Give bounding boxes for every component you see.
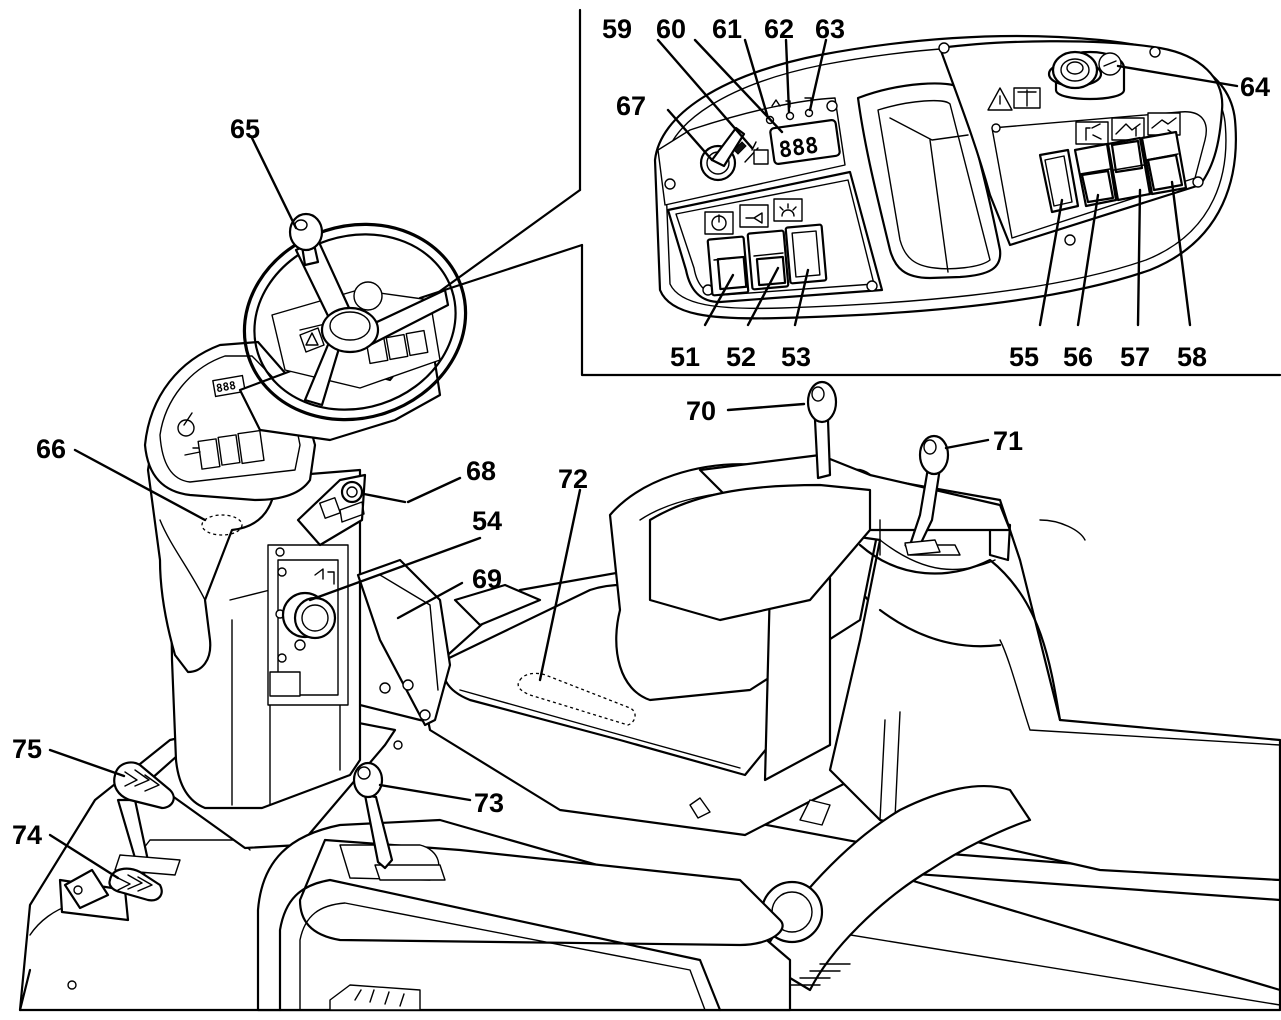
display-digits: 888 [777,133,820,163]
callout-52: 52 [726,342,756,372]
warning-triangle-icon [987,87,1013,111]
callout-62: 62 [764,14,794,44]
ignition-switch[interactable] [699,126,747,182]
lever-71[interactable] [904,434,950,556]
callout-60: 60 [656,14,686,44]
leader-64 [1116,64,1239,88]
power-icon [704,211,734,235]
callout-67: 67 [616,91,646,121]
leader-61 [743,38,770,120]
rocker-switch-filter-shaker[interactable] [1140,130,1188,196]
inset-frame [418,8,1281,377]
mini-display-digits: 888 [215,379,237,395]
seat-support-arm [356,558,452,727]
callout-53: 53 [781,342,811,372]
callout-57: 57 [1120,342,1150,372]
callout-61: 61 [712,14,742,44]
callout-59: 59 [602,14,632,44]
leader-57 [1136,188,1142,327]
callout-69: 69 [472,564,502,594]
lever-73[interactable] [352,761,394,870]
indicator-leds [765,97,814,125]
callout-labels: 51 52 53 54 55 56 57 58 59 60 61 62 63 6… [12,14,1270,850]
leader-73 [378,783,472,802]
leader-69 [396,581,464,620]
digital-display: 888 [769,119,841,165]
ignition-key-icon [744,141,769,165]
brush-icon [1075,121,1109,145]
leader-68 [406,476,462,504]
leader-58 [1170,180,1192,327]
leader-56 [1076,193,1100,327]
work-light-icon [773,198,803,222]
leader-53 [793,268,810,327]
rocker-switch-lift[interactable] [1106,136,1152,202]
leader-59 [656,38,754,150]
leader-54 [308,536,482,602]
engine-hood [738,468,1281,882]
lever-70[interactable] [806,380,838,480]
leader-lines [48,38,1239,880]
callout-56: 56 [1063,342,1093,372]
rocker-switch-power[interactable] [706,235,750,297]
pedal-74[interactable] [58,867,163,922]
leader-63 [808,38,828,112]
rocker-switch-horn[interactable] [746,229,790,291]
callout-72: 72 [558,464,588,494]
right-armrest [758,784,1032,992]
callout-65: 65 [230,114,260,144]
read-manual-icon [1013,87,1041,109]
rocker-switch-light[interactable] [784,223,828,285]
leader-67 [666,108,714,162]
control-panel-inset: 888 [653,34,1237,320]
pedal-75[interactable] [113,761,181,877]
mini-rocker-1[interactable] [197,438,221,470]
machine-body: 888 [18,196,1281,1012]
callout-58: 58 [1177,342,1207,372]
callout-51: 51 [670,342,700,372]
horn-button-dots [201,514,243,536]
panel-shell-inner [664,45,1227,310]
rocker-switch-brush[interactable] [1073,142,1118,208]
steering-wheel[interactable] [219,196,491,448]
mini-rocker-3[interactable] [237,429,265,465]
switch-55-blank[interactable] [1038,148,1080,214]
callout-64: 64 [1240,72,1270,102]
leader-74 [48,833,120,880]
callout-55: 55 [1009,342,1039,372]
leader-65 [250,136,298,230]
emergency-stop-button[interactable] [1047,50,1126,101]
indicator-led-62 [785,111,795,121]
callout-63: 63 [815,14,845,44]
leader-72 [538,488,582,682]
callout-74: 74 [12,820,42,850]
mini-rocker-2[interactable] [217,434,241,466]
leader-51 [703,273,735,327]
leader-75 [48,748,126,778]
callout-54: 54 [472,506,502,536]
leader-62 [784,38,791,114]
switch-icons [704,198,803,235]
mini-ignition-switch[interactable] [177,419,195,437]
callout-70: 70 [686,396,716,426]
leader-52 [746,266,780,327]
callout-68: 68 [466,456,496,486]
callout-73: 73 [474,788,504,818]
leader-55 [1038,198,1064,327]
leader-66 [73,448,207,522]
leader-71 [944,438,990,450]
callout-71: 71 [993,426,1023,456]
callout-75: 75 [12,734,42,764]
lift-icon [1111,117,1145,141]
leader-70 [726,402,806,412]
callout-66: 66 [36,434,66,464]
horn-icon [739,204,769,228]
